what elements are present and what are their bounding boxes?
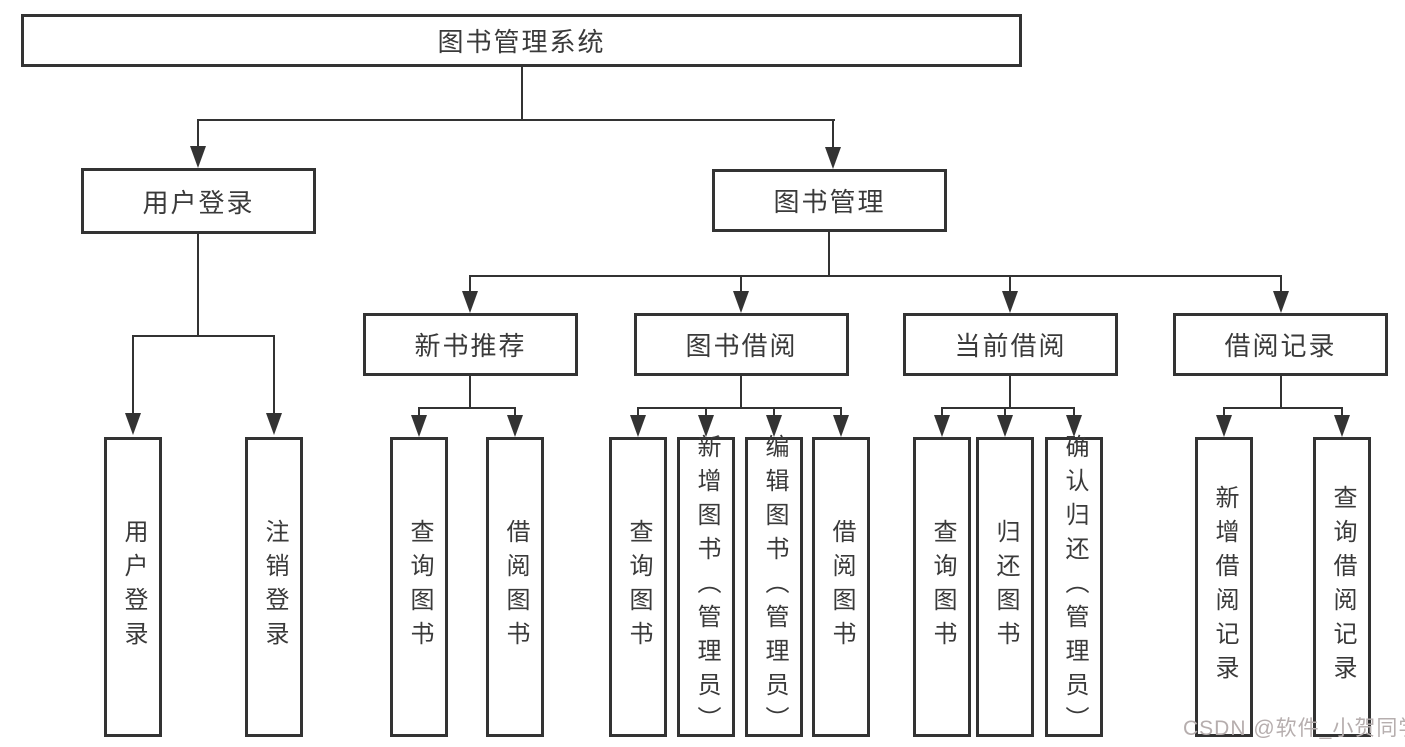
- leaf-label: 用户登录: [120, 519, 147, 655]
- connector-line: [273, 335, 275, 414]
- connector-line: [197, 119, 835, 121]
- connector-line: [470, 275, 1281, 277]
- arrow-down-icon: [411, 415, 427, 437]
- leaf-edit-books-admin: 编辑图书（管理员）: [745, 434, 803, 740]
- connector-line: [832, 119, 834, 148]
- connector-line: [941, 407, 1074, 409]
- arrow-down-icon: [266, 413, 282, 435]
- leaf-label: 归还图书: [992, 519, 1019, 655]
- connector-line: [637, 407, 639, 416]
- leaf-label: 查询图书: [625, 519, 652, 655]
- arrow-down-icon: [766, 415, 782, 437]
- node-borrow-records: 借阅记录: [1173, 313, 1388, 376]
- arrow-down-icon: [1334, 415, 1350, 437]
- leaf-label: 注销登录: [261, 519, 288, 655]
- connector-line: [418, 407, 420, 416]
- connector-line: [469, 376, 471, 408]
- connector-line: [1004, 407, 1006, 416]
- leaf-logout-login: 注销登录: [245, 437, 303, 737]
- connector-line: [1280, 376, 1282, 408]
- node-current-borrowing: 当前借阅: [903, 313, 1118, 376]
- leaf-label: 新增借阅记录: [1211, 485, 1238, 689]
- connector-line: [521, 67, 523, 120]
- leaf-user-login: 用户登录: [104, 437, 162, 737]
- leaf-label: 借阅图书: [828, 519, 855, 655]
- connector-line: [740, 275, 742, 292]
- connector-line: [840, 407, 842, 416]
- leaf-label: 查询图书: [929, 519, 956, 655]
- connector-line: [1341, 407, 1343, 416]
- connector-line: [1280, 275, 1282, 292]
- arrow-down-icon: [825, 147, 841, 169]
- connector-line: [705, 407, 707, 416]
- connector-line: [469, 275, 471, 292]
- leaf-query-borrow-record: 查询借阅记录: [1313, 437, 1371, 737]
- arrow-down-icon: [190, 146, 206, 168]
- connector-line: [1073, 407, 1075, 416]
- watermark: CSDN @软件_小贺同学: [1183, 717, 1405, 740]
- leaf-borrow-books-newrec: 借阅图书: [486, 437, 544, 737]
- arrow-down-icon: [997, 415, 1013, 437]
- node-user-login: 用户登录: [81, 168, 316, 234]
- connector-line: [1009, 376, 1011, 408]
- arrow-down-icon: [1002, 291, 1018, 313]
- node-new-book-recommendation: 新书推荐: [363, 313, 578, 376]
- leaf-label: 新增图书（管理员）: [693, 434, 720, 740]
- leaf-borrow-books-borrow: 借阅图书: [812, 437, 870, 737]
- arrow-down-icon: [1273, 291, 1289, 313]
- connector-line: [132, 335, 275, 337]
- leaf-add-books-admin: 新增图书（管理员）: [677, 434, 735, 740]
- arrow-down-icon: [698, 415, 714, 437]
- leaf-label: 查询图书: [406, 519, 433, 655]
- connector-line: [637, 407, 842, 409]
- connector-line: [1223, 407, 1225, 416]
- connector-line: [514, 407, 516, 416]
- arrow-down-icon: [125, 413, 141, 435]
- arrow-down-icon: [1216, 415, 1232, 437]
- connector-line: [1223, 407, 1343, 409]
- leaf-return-books: 归还图书: [976, 437, 1034, 737]
- leaf-add-borrow-record: 新增借阅记录: [1195, 437, 1253, 737]
- arrow-down-icon: [630, 415, 646, 437]
- leaf-query-books-borrow: 查询图书: [609, 437, 667, 737]
- leaf-label: 查询借阅记录: [1329, 485, 1356, 689]
- leaf-confirm-return-admin: 确认归还（管理员）: [1045, 434, 1103, 740]
- node-book-borrowing: 图书借阅: [634, 313, 849, 376]
- connector-line: [828, 232, 830, 276]
- connector-line: [418, 407, 516, 409]
- connector-line: [773, 407, 775, 416]
- leaf-label: 借阅图书: [502, 519, 529, 655]
- arrow-down-icon: [934, 415, 950, 437]
- leaf-query-books-current: 查询图书: [913, 437, 971, 737]
- arrow-down-icon: [507, 415, 523, 437]
- leaf-query-books-newrec: 查询图书: [390, 437, 448, 737]
- connector-line: [197, 119, 199, 148]
- arrow-down-icon: [1066, 415, 1082, 437]
- connector-line: [941, 407, 943, 416]
- arrow-down-icon: [733, 291, 749, 313]
- node-library-system: 图书管理系统: [21, 14, 1022, 67]
- leaf-label: 确认归还（管理员）: [1061, 434, 1088, 740]
- arrow-down-icon: [462, 291, 478, 313]
- leaf-label: 编辑图书（管理员）: [761, 434, 788, 740]
- arrow-down-icon: [833, 415, 849, 437]
- connector-line: [740, 376, 742, 408]
- connector-line: [197, 234, 199, 336]
- node-book-management: 图书管理: [712, 169, 947, 232]
- connector-line: [1009, 275, 1011, 292]
- connector-line: [132, 335, 134, 414]
